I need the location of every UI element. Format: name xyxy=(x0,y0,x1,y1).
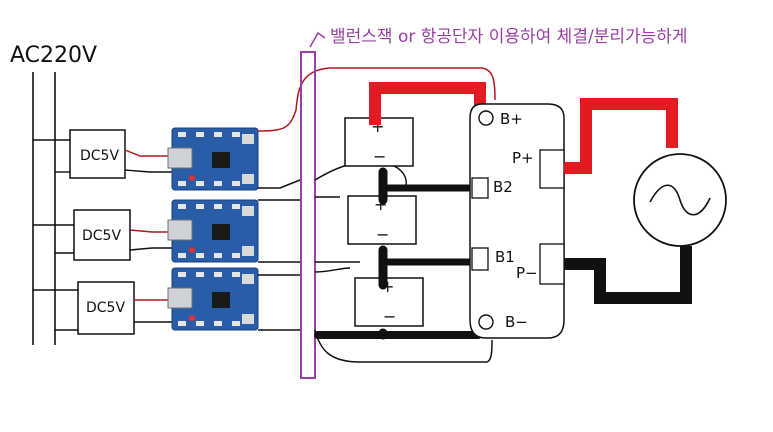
battery-cell: +− xyxy=(354,277,424,327)
dc-module-label: DC5V xyxy=(86,300,125,316)
pad xyxy=(232,204,240,209)
pad xyxy=(178,253,186,258)
pad xyxy=(232,132,240,137)
output-pad xyxy=(242,174,254,184)
led-icon xyxy=(189,247,195,253)
output-pad xyxy=(242,134,254,144)
label-b-plus: B+ xyxy=(500,110,523,128)
label-p-plus: P+ xyxy=(512,149,534,167)
dc-module-2: DC5V xyxy=(73,209,131,261)
label-p-minus: P− xyxy=(516,264,538,282)
output-pad xyxy=(242,314,254,324)
dc-module-box xyxy=(69,129,126,179)
chip-icon xyxy=(212,152,230,168)
balance-connector xyxy=(300,51,316,379)
terminal-p-minus-pad xyxy=(539,243,565,285)
pad xyxy=(232,272,240,277)
pad xyxy=(196,253,204,258)
pad xyxy=(196,321,204,326)
connector-to-battery-wires xyxy=(314,161,493,363)
output-pad xyxy=(242,274,254,284)
battery-body xyxy=(344,117,414,167)
output-negative-wire xyxy=(564,246,692,304)
led-icon xyxy=(189,315,195,321)
ac-source-icon xyxy=(633,153,727,247)
led-icon xyxy=(189,175,195,181)
pad xyxy=(232,181,240,186)
bms-board: B+ B2 B1 B− P+ P− xyxy=(469,103,565,339)
charger-output-wires xyxy=(257,67,496,331)
pad xyxy=(196,181,204,186)
balance-interconnects xyxy=(314,167,482,340)
pad xyxy=(232,253,240,258)
dc-module-box xyxy=(73,209,131,261)
dc-module-label: DC5V xyxy=(80,148,119,164)
pad xyxy=(178,321,186,326)
terminal-b1-pad xyxy=(471,247,489,271)
label-b-minus: B− xyxy=(505,313,528,331)
battery-minus-label: − xyxy=(383,307,396,326)
pad xyxy=(196,204,204,209)
dc-module-3: DC5V xyxy=(77,281,135,335)
pad xyxy=(232,321,240,326)
terminal-b-plus-pad xyxy=(478,110,494,126)
terminal-b-minus-pad xyxy=(478,314,494,330)
pad xyxy=(178,181,186,186)
pad xyxy=(178,132,186,137)
pad xyxy=(214,253,222,258)
charger-board xyxy=(167,127,259,191)
annotation-arrow xyxy=(309,31,326,48)
battery-cell: +− xyxy=(344,117,414,167)
label-b1: B1 xyxy=(495,248,515,266)
label-b2: B2 xyxy=(493,178,513,196)
ac-feed-wires xyxy=(33,139,78,331)
pad xyxy=(178,272,186,277)
pad xyxy=(214,204,222,209)
pad xyxy=(214,132,222,137)
usb-micro-icon xyxy=(167,147,193,169)
main-positive-wire xyxy=(369,82,486,125)
chip-icon xyxy=(212,292,230,308)
battery-cell: +− xyxy=(347,195,417,245)
charger-boards xyxy=(167,127,259,331)
usb-micro-icon xyxy=(167,287,193,309)
terminal-p-plus-pad xyxy=(539,149,565,189)
chip-icon xyxy=(212,224,230,240)
dc-module-1: DC5V xyxy=(69,129,126,179)
battery-body xyxy=(354,277,424,327)
pad xyxy=(196,272,204,277)
pad xyxy=(214,181,222,186)
charger-board xyxy=(167,199,259,263)
dc-to-charger-wires xyxy=(124,149,172,323)
pad xyxy=(178,204,186,209)
output-pad xyxy=(242,206,254,216)
output-positive-wire xyxy=(564,98,678,174)
battery-minus-label: − xyxy=(376,225,389,244)
battery-pack: +− +− +− xyxy=(344,117,424,327)
ac-label: AC220V xyxy=(10,43,97,68)
annotation-text: 밸런스잭 or 항공단자 이용하여 체결/분리가능하게 xyxy=(330,27,688,47)
usb-micro-icon xyxy=(167,219,193,241)
bms-outline xyxy=(469,103,565,339)
battery-minus-label: − xyxy=(373,147,386,166)
charger-board xyxy=(167,267,259,331)
output-pad xyxy=(242,246,254,256)
dc-module-box xyxy=(77,281,135,335)
pad xyxy=(214,321,222,326)
pad xyxy=(214,272,222,277)
dc-module-label: DC5V xyxy=(82,228,121,244)
pad xyxy=(196,132,204,137)
terminal-b2-pad xyxy=(471,177,489,199)
